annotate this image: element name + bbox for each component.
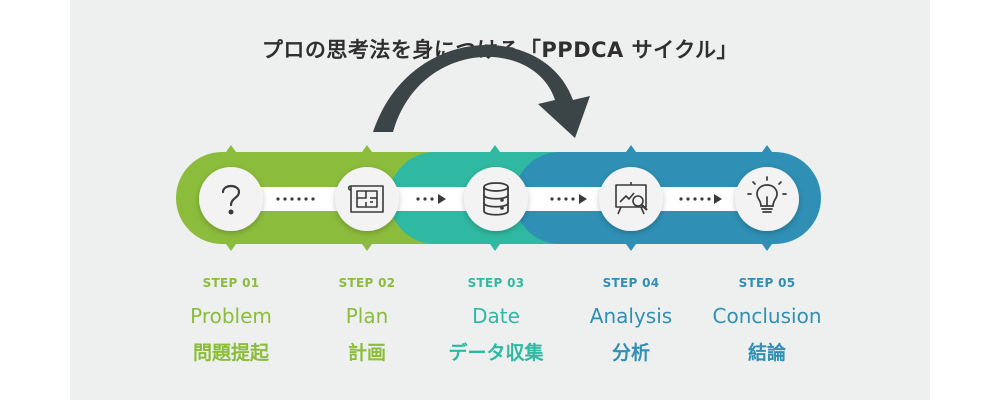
step-name-en: Plan	[345, 304, 389, 328]
step-name-ja: 問題提起	[192, 342, 269, 364]
step-name-en: Analysis	[589, 304, 673, 328]
step-name-ja: 分析	[611, 342, 650, 364]
step-2: STEP 02 Plan 計画	[277, 276, 457, 365]
step-1: STEP 01 Problem 問題提起	[141, 276, 321, 365]
dotted-connector-1	[276, 197, 315, 201]
lightbulb-icon	[747, 176, 787, 213]
band-ticks	[226, 145, 772, 251]
step-3: STEP 03 Date データ収集	[406, 276, 586, 365]
step-circle-2	[335, 167, 399, 231]
step-circle-4	[599, 167, 663, 231]
step-4: STEP 04 Analysis 分析	[541, 276, 721, 365]
step-name-en: Problem	[190, 304, 272, 328]
curved-arrow-icon	[373, 44, 590, 138]
step-name-en: Date	[472, 304, 520, 328]
question-icon	[221, 184, 241, 215]
step-label: STEP 05	[738, 276, 796, 290]
dotted-arrow-2	[416, 194, 446, 204]
dotted-arrow-3	[550, 194, 587, 204]
step-label: STEP 04	[602, 276, 660, 290]
step-label: STEP 03	[467, 276, 525, 290]
step-label: STEP 02	[338, 276, 396, 290]
step-5: STEP 05 Conclusion 結論	[677, 276, 857, 365]
step-name-en: Conclusion	[712, 304, 822, 328]
step-name-ja: 計画	[347, 342, 386, 364]
dotted-arrow-4	[679, 194, 722, 204]
analysis-icon	[615, 182, 648, 215]
step-name-ja: データ収集	[448, 342, 544, 364]
database-icon	[483, 182, 509, 216]
step-name-ja: 結論	[747, 342, 786, 364]
step-label: STEP 01	[202, 276, 260, 290]
blueprint-icon	[347, 185, 384, 213]
step-circle-1	[199, 167, 263, 231]
